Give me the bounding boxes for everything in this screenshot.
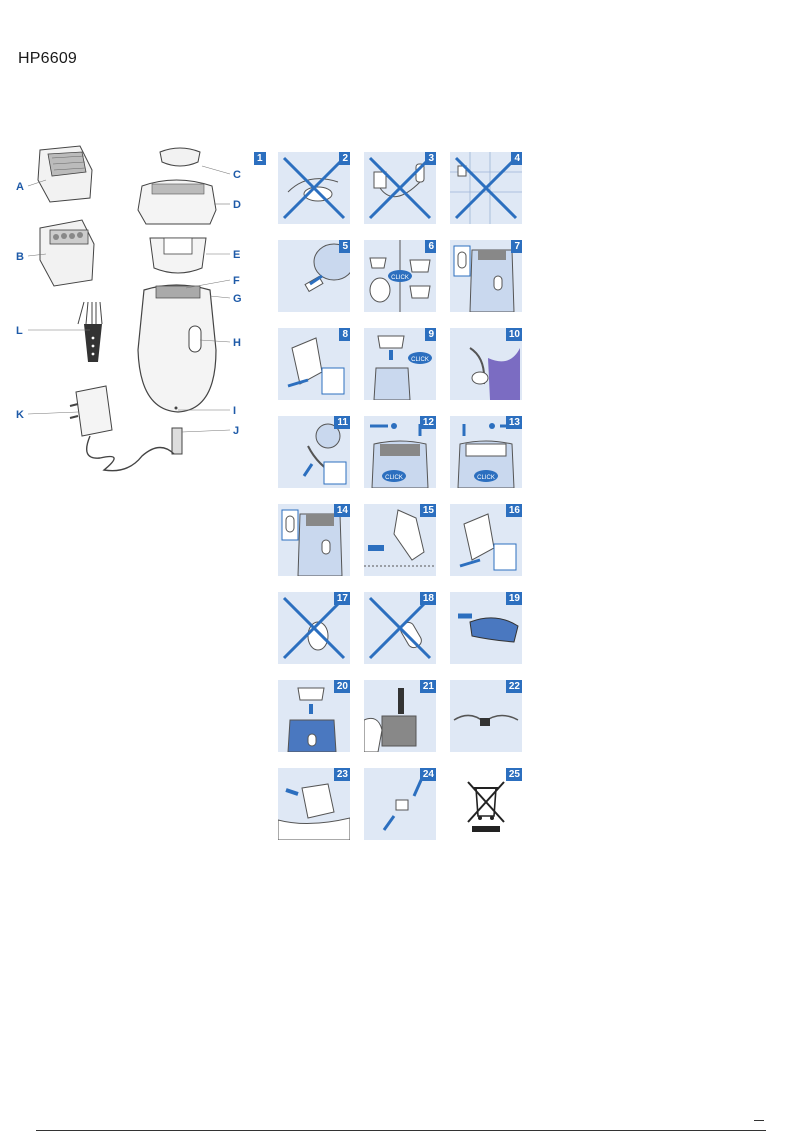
step-number-25: 25 [505, 768, 522, 781]
label-k: K [16, 409, 24, 421]
label-f: F [233, 275, 240, 287]
step-12-illustration: CLICK 12 [364, 416, 436, 488]
click-callout: CLICK [411, 357, 429, 363]
label-j: J [233, 425, 239, 437]
page-footer-rule [36, 1130, 766, 1131]
step-23-illustration: 23 [278, 768, 350, 840]
step-number-23: 23 [333, 768, 350, 781]
step-number-6: 6 [425, 240, 436, 253]
step-20-illustration: 20 [278, 680, 350, 752]
step-15-illustration: 15 [364, 504, 436, 576]
step-number-20: 20 [333, 680, 350, 693]
step-number-3: 3 [425, 152, 436, 165]
step-number-18: 18 [419, 592, 436, 605]
step-21-illustration: 21 [364, 680, 436, 752]
part-k-illustration [69, 385, 175, 472]
step-14-illustration: 14 [278, 504, 350, 576]
step-number-21: 21 [419, 680, 436, 693]
step-11-illustration: 11 [278, 416, 350, 488]
step-number-19: 19 [505, 592, 522, 605]
step-number-2: 2 [339, 152, 350, 165]
label-l: L [16, 325, 23, 337]
step-number-22: 22 [505, 680, 522, 693]
label-c: C [233, 169, 241, 181]
step-9-illustration: CLICK 9 [364, 328, 436, 400]
step-5-illustration: 5 [278, 240, 350, 312]
step-illustration-grid: 2 3 4 5 CLICK 6 7 8 CLICK 9 10 11 CLICK … [278, 152, 524, 844]
step-22-illustration: 22 [450, 680, 522, 752]
step-19-illustration: 19 [450, 592, 522, 664]
part-c-illustration [159, 147, 201, 167]
label-e: E [233, 249, 240, 261]
step-6-illustration: CLICK 6 [364, 240, 436, 312]
step-4-illustration: 4 [450, 152, 522, 224]
step-number-16: 16 [505, 504, 522, 517]
step-number-1: 1 [254, 152, 266, 165]
step-17-illustration: 17 [278, 592, 350, 664]
click-callout: CLICK [385, 475, 403, 481]
step-24-illustration: 24 [364, 768, 436, 840]
step-2-illustration: 2 [278, 152, 350, 224]
step-number-17: 17 [333, 592, 350, 605]
step-number-14: 14 [333, 504, 350, 517]
part-l-illustration [77, 301, 103, 362]
page-footer-dash [754, 1120, 764, 1121]
label-a: A [16, 181, 24, 193]
step-number-13: 13 [505, 416, 522, 429]
step-number-15: 15 [419, 504, 436, 517]
part-a-illustration [37, 145, 93, 203]
label-b: B [16, 251, 24, 263]
weee-bin-icon [467, 781, 505, 832]
appliance-body-illustration [137, 284, 217, 413]
click-callout: CLICK [477, 475, 495, 481]
product-overview-illustration: A B C D E F G H I J K L [16, 145, 242, 472]
step-3-illustration: 3 [364, 152, 436, 224]
step-7-illustration: 7 [450, 240, 522, 312]
step-number-11: 11 [334, 416, 350, 429]
part-b-illustration [39, 219, 95, 287]
step-18-illustration: 18 [364, 592, 436, 664]
step-number-5: 5 [339, 240, 350, 253]
step-25-illustration: 25 [450, 768, 522, 840]
label-i: I [233, 405, 236, 417]
label-d: D [233, 199, 241, 211]
step-number-7: 7 [511, 240, 522, 253]
step-16-illustration: 16 [450, 504, 522, 576]
model-title: HP6609 [18, 50, 78, 67]
step-number-8: 8 [339, 328, 350, 341]
part-j-illustration [171, 427, 183, 455]
step-number-9: 9 [425, 328, 436, 341]
step-number-4: 4 [511, 152, 522, 165]
step-number-12: 12 [419, 416, 436, 429]
click-callout: CLICK [391, 275, 409, 281]
step-8-illustration: 8 [278, 328, 350, 400]
step-number-24: 24 [419, 768, 436, 781]
step-number-10: 10 [505, 328, 522, 341]
step-10-illustration: 10 [450, 328, 522, 400]
label-h: H [233, 337, 241, 349]
label-g: G [233, 293, 242, 305]
step-13-illustration: CLICK 13 [450, 416, 522, 488]
